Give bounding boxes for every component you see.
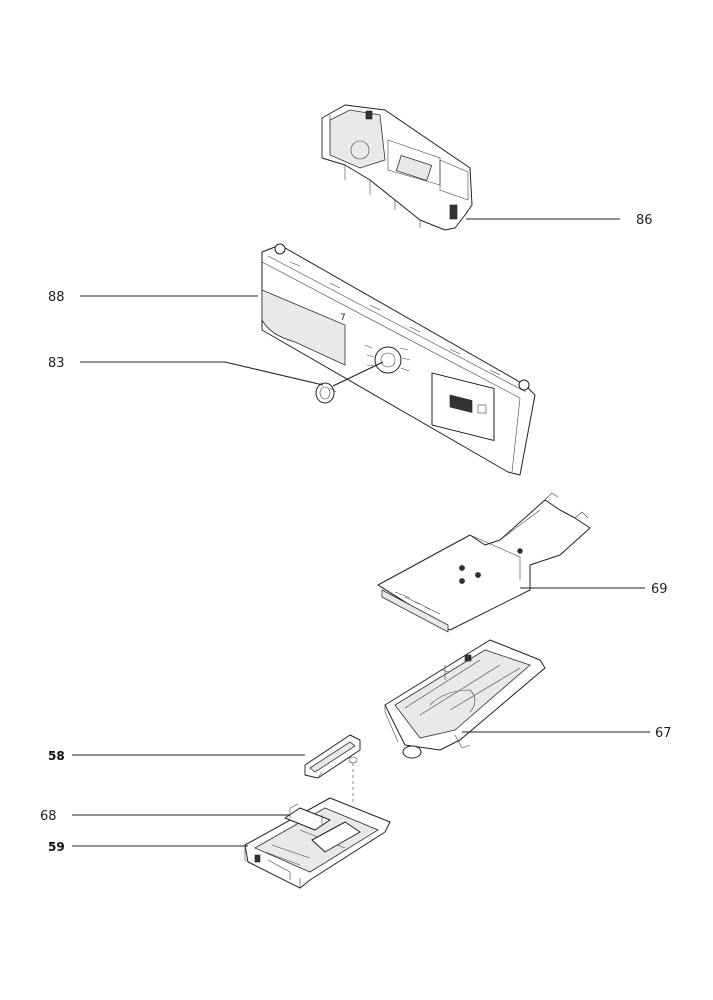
callout-83: 83 (48, 356, 65, 371)
part-86-control-module[interactable] (321, 104, 473, 231)
callout-67: 67 (655, 726, 672, 741)
part-69-dispenser-cover[interactable] (377, 492, 591, 633)
callout-58: 58 (48, 749, 65, 763)
callout-59: 59 (48, 840, 65, 854)
callout-68: 68 (40, 809, 57, 824)
part-83-knob[interactable] (315, 382, 337, 404)
part-67-dispenser-housing[interactable] (384, 639, 546, 759)
callout-88: 88 (48, 290, 65, 305)
callout-86: 86 (636, 213, 653, 228)
part-59-detergent-drawer[interactable] (244, 797, 391, 889)
callout-69: 69 (651, 582, 668, 597)
panel-marking: 7 (340, 313, 346, 323)
part-88-control-panel[interactable]: 7 (261, 243, 536, 476)
part-58-siphon-clip[interactable] (304, 734, 361, 805)
